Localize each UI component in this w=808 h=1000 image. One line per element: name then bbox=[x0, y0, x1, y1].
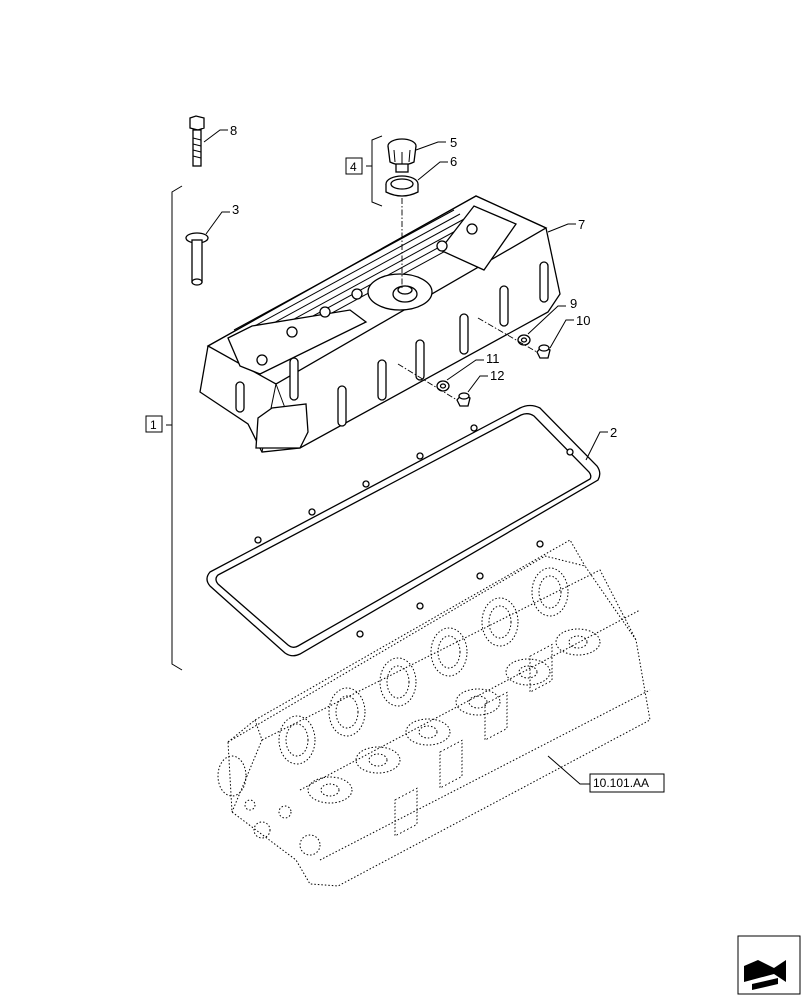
group-1-bracket bbox=[171, 185, 183, 671]
callout-6: 6 bbox=[450, 154, 457, 169]
leader-lines bbox=[203, 129, 608, 785]
group-4-bracket bbox=[371, 135, 383, 207]
callout-10: 10 bbox=[576, 313, 590, 328]
bolt-8-drawing bbox=[189, 115, 205, 167]
seal-ring-6-drawing bbox=[385, 175, 419, 197]
screw-10-drawing bbox=[536, 344, 551, 359]
next-page-arrow-icon[interactable] bbox=[737, 935, 801, 995]
filler-cap-5-drawing bbox=[387, 138, 417, 173]
callout-1: 1 bbox=[150, 418, 157, 432]
washer-11-drawing bbox=[436, 380, 450, 392]
callout-9: 9 bbox=[570, 296, 577, 311]
callout-7: 7 bbox=[578, 217, 585, 232]
group-1-box bbox=[145, 415, 163, 433]
screw-12-drawing bbox=[456, 392, 471, 407]
cylinder-head-drawing bbox=[217, 539, 651, 887]
callout-5: 5 bbox=[450, 135, 457, 150]
reference-link-box[interactable] bbox=[589, 773, 665, 793]
callout-8: 8 bbox=[230, 123, 237, 138]
cover-gasket-drawing bbox=[206, 404, 601, 657]
callout-2: 2 bbox=[610, 425, 617, 440]
washer-9-drawing bbox=[517, 334, 531, 346]
callout-12: 12 bbox=[490, 368, 504, 383]
callout-4: 4 bbox=[350, 160, 357, 174]
callout-3: 3 bbox=[232, 202, 239, 217]
group-4-box bbox=[345, 157, 363, 175]
reference-link-label[interactable]: 10.101.AA bbox=[593, 776, 649, 790]
sleeve-3-drawing bbox=[185, 232, 209, 286]
callout-11: 11 bbox=[486, 351, 500, 366]
valve-cover-drawing bbox=[199, 195, 561, 453]
